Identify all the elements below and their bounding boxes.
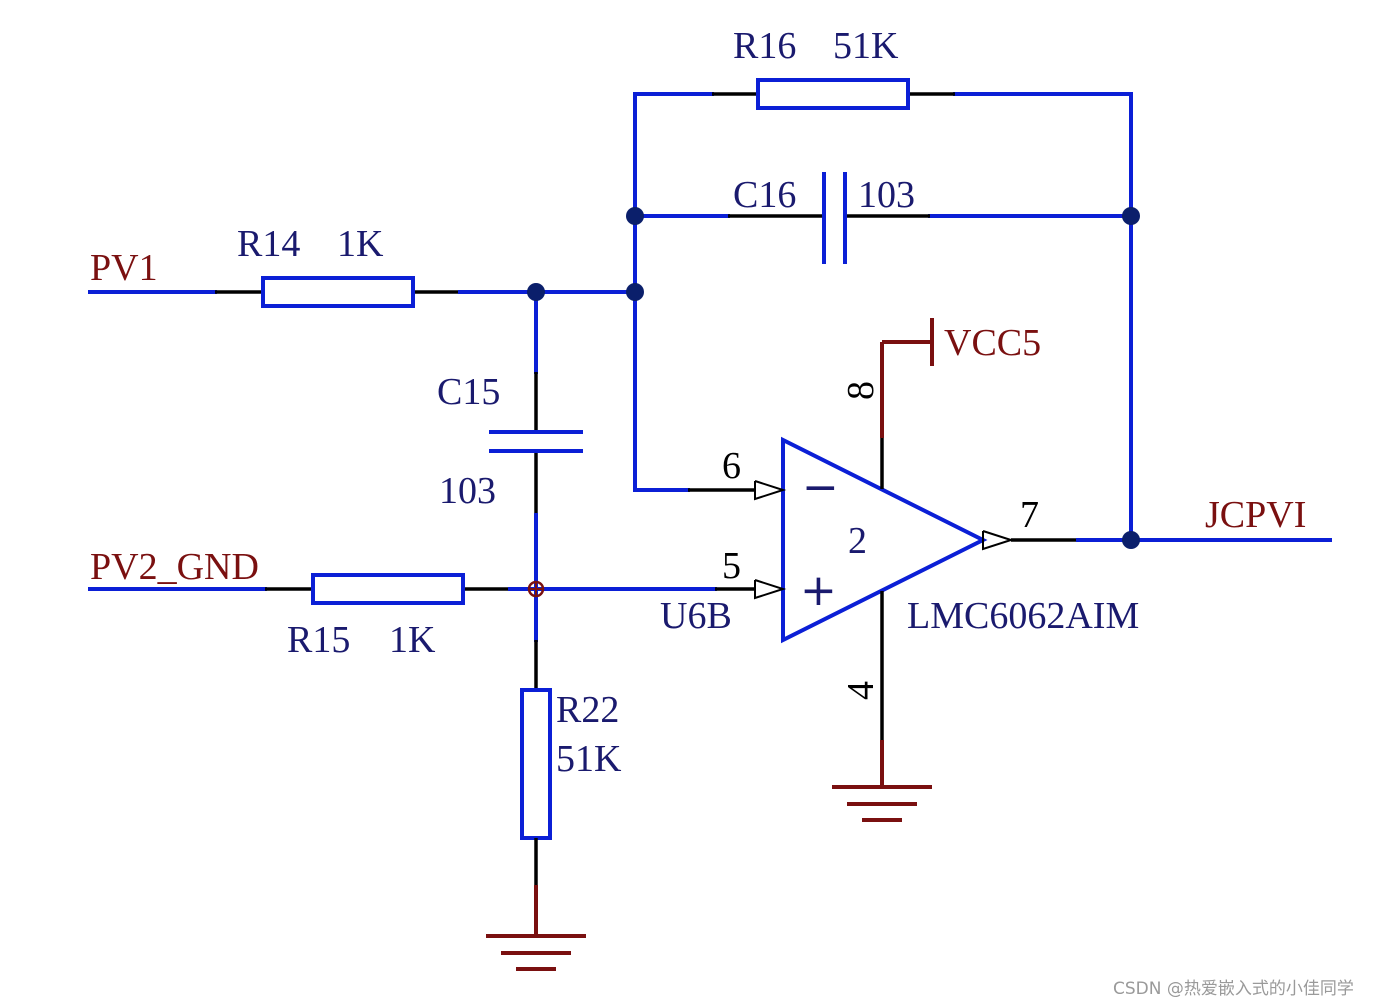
junction-dot (1122, 531, 1140, 549)
pv1-input-wire (88, 276, 637, 308)
u6b-part: LMC6062AIM (907, 595, 1139, 637)
c15-ref: C15 (437, 371, 500, 413)
junction-dot (626, 207, 644, 225)
junction-dot (626, 283, 644, 301)
opamp-u6b (688, 318, 1332, 822)
r22-ref: R22 (556, 689, 619, 731)
c15-value: 103 (439, 470, 496, 512)
watermark: CSDN @热爱嵌入式的小佳同学 (1113, 979, 1354, 999)
r14-value: 1K (337, 223, 384, 265)
r15-value: 1K (389, 619, 436, 661)
u6b-ref: U6B (660, 595, 732, 637)
net-vcc5: VCC5 (944, 322, 1041, 364)
r16-resistor (712, 78, 955, 110)
u6b-unit: 2 (848, 520, 867, 562)
pin-4-label: 4 (840, 681, 882, 700)
r22-resistor (486, 640, 586, 971)
c16-value: 103 (858, 174, 915, 216)
pin-8-label: 8 (840, 381, 882, 400)
r14-resistor (261, 276, 415, 308)
c16-capacitor (728, 172, 930, 264)
r15-ref: R15 (287, 619, 350, 661)
net-pv2-gnd: PV2_GND (90, 546, 259, 588)
noninverting-sign: + (800, 565, 837, 616)
r16-ref: R16 (733, 25, 796, 67)
junctions (527, 207, 1140, 598)
r15-resistor (311, 573, 465, 605)
pin-7-label: 7 (1020, 494, 1039, 536)
junction-dot (527, 283, 545, 301)
pin-6-label: 6 (722, 445, 741, 487)
r22-value: 51K (556, 738, 622, 780)
pin-5-label: 5 (722, 545, 741, 587)
r14-ref: R14 (237, 223, 300, 265)
c15-capacitor (489, 290, 583, 642)
c16-ref: C16 (733, 174, 796, 216)
inverting-sign: − (802, 462, 839, 513)
r16-value: 51K (833, 25, 899, 67)
net-jcpvi: JCPVI (1205, 494, 1306, 536)
net-pv1: PV1 (90, 247, 158, 289)
junction-dot (1122, 207, 1140, 225)
